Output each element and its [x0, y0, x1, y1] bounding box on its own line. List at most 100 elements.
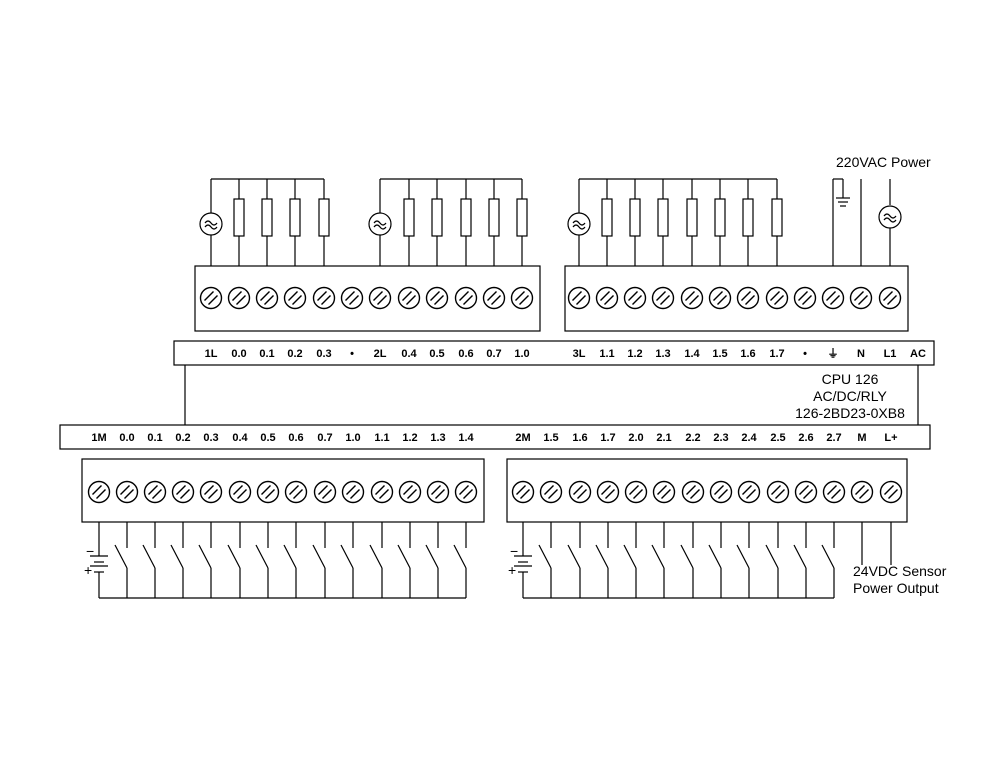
bottom-terminal-block-right: [506, 458, 908, 523]
bottom-screw-terminal: [709, 480, 733, 504]
relay-load: [657, 198, 669, 237]
input-switch-icon: [340, 544, 354, 569]
ac-source-icon-wave: [572, 220, 586, 226]
cpu-model-label: CPU 126: [822, 371, 879, 387]
bottom-screw-terminal-slot: [605, 489, 615, 499]
top-screw-terminal-slot: [292, 295, 302, 305]
bottom-screw-terminal: [87, 480, 111, 504]
bottom-screw-terminal-slot: [657, 485, 667, 495]
top-screw-terminal-slot: [774, 295, 784, 305]
top-label-strip: [173, 340, 935, 366]
bottom-screw-terminal-slot: [577, 489, 587, 499]
top-screw-terminal-slot: [232, 291, 242, 301]
bottom-screw-terminal: [256, 480, 280, 504]
bottom-screw-terminal: [879, 480, 903, 504]
bottom-screw-terminal: [539, 480, 563, 504]
bottom-label: 0.7: [317, 432, 332, 444]
bottom-label: 2.5: [770, 432, 785, 444]
top-label: 1.6: [740, 348, 755, 360]
bottom-label: 2.7: [826, 432, 841, 444]
bottom-screw-terminal-slot: [407, 489, 417, 499]
top-screw-terminal: [736, 286, 760, 310]
bottom-screw-terminal-slot: [888, 489, 898, 499]
mains-source-icon-wave: [883, 217, 897, 223]
top-screw-terminal-slot: [406, 295, 416, 305]
relay-load: [686, 198, 698, 237]
ac-source-icon: [567, 212, 591, 236]
ac-source-icon-wave: [204, 224, 218, 230]
bottom-screw-terminal-slot: [96, 489, 106, 499]
bottom-screw-terminal-slot: [629, 485, 639, 495]
top-screw-terminal: [368, 286, 392, 310]
bottom-screw-terminal: [143, 480, 167, 504]
bottom-screw-terminal-slot: [520, 489, 530, 499]
bottom-screw-terminal-slot: [746, 489, 756, 499]
top-screw-terminal-slot: [685, 291, 695, 301]
top-label: 1.5: [712, 348, 727, 360]
bottom-screw-terminal-slot: [573, 485, 583, 495]
bottom-screw-terminal: [737, 480, 761, 504]
bottom-label: 2.2: [685, 432, 700, 444]
bottom-screw-terminal: [681, 480, 705, 504]
top-screw-terminal: [340, 286, 364, 310]
bottom-label: 0.3: [203, 432, 218, 444]
ac-source-icon: [368, 212, 392, 236]
bottom-label: 1.6: [572, 432, 587, 444]
bottom-label: 2.3: [713, 432, 728, 444]
bottom-screw-terminal: [313, 480, 337, 504]
top-label: 3L: [573, 348, 586, 360]
top-screw-terminal-slot: [463, 295, 473, 305]
input-switch-icon: [142, 544, 156, 569]
top-label: 0.0: [231, 348, 246, 360]
top-label: AC: [910, 348, 926, 360]
top-screw-terminal: [227, 286, 251, 310]
input-switch-icon: [765, 544, 779, 569]
top-screw-terminal-slot: [572, 291, 582, 301]
bottom-screw-terminal: [766, 480, 790, 504]
input-switch-icon: [453, 544, 467, 569]
top-screw-terminal: [510, 286, 534, 310]
bottom-screw-terminal-slot: [463, 489, 473, 499]
top-label: 1L: [205, 348, 218, 360]
bottom-screw-terminal-slot: [375, 485, 385, 495]
top-screw-terminal-slot: [656, 291, 666, 301]
top-label: 2L: [374, 348, 387, 360]
bottom-label: 0.1: [147, 432, 162, 444]
top-screw-terminal-slot: [264, 295, 274, 305]
input-switch-icon: [255, 544, 269, 569]
bottom-label: 2.0: [628, 432, 643, 444]
relay-load: [318, 198, 330, 237]
bottom-screw-terminal-slot: [884, 485, 894, 495]
bottom-screw-terminal-slot: [289, 485, 299, 495]
top-screw-terminal: [482, 286, 506, 310]
top-screw-terminal: [199, 286, 223, 310]
top-screw-terminal: [878, 286, 902, 310]
bottom-screw-terminal-slot: [124, 489, 134, 499]
bottom-label: 1.2: [402, 432, 417, 444]
top-label-ground-symbol: ⏚: [828, 347, 839, 360]
top-screw-terminal: [283, 286, 307, 310]
top-screw-terminal-slot: [515, 291, 525, 301]
bottom-label: 2.4: [741, 432, 757, 444]
relay-load: [261, 198, 273, 237]
bottom-label-strip: [59, 424, 931, 450]
top-label: N: [857, 348, 865, 360]
top-screw-terminal-slot: [288, 291, 298, 301]
top-label: L1: [884, 348, 897, 360]
bottom-label: 0.6: [288, 432, 303, 444]
top-screw-terminal-slot: [491, 295, 501, 305]
bottom-screw-terminal-slot: [431, 485, 441, 495]
bottom-screw-terminal: [822, 480, 846, 504]
bottom-screw-terminal-slot: [237, 489, 247, 499]
bottom-screw-terminal-slot: [204, 485, 214, 495]
bottom-screw-terminal-slot: [827, 485, 837, 495]
bottom-screw-terminal-slot: [799, 485, 809, 495]
top-terminal-labels: 1L 0.0 0.1 0.2 0.3 • 2L 0.4 0.5 0.6 0.7 …: [205, 347, 926, 360]
bottom-screw-terminal-slot: [633, 489, 643, 499]
top-label: 0.4: [401, 348, 417, 360]
bottom-screw-terminal: [794, 480, 818, 504]
input-switch-icon: [567, 544, 581, 569]
bottom-screw-terminal: [850, 480, 874, 504]
bottom-screw-terminal: [454, 480, 478, 504]
relay-load: [714, 198, 726, 237]
